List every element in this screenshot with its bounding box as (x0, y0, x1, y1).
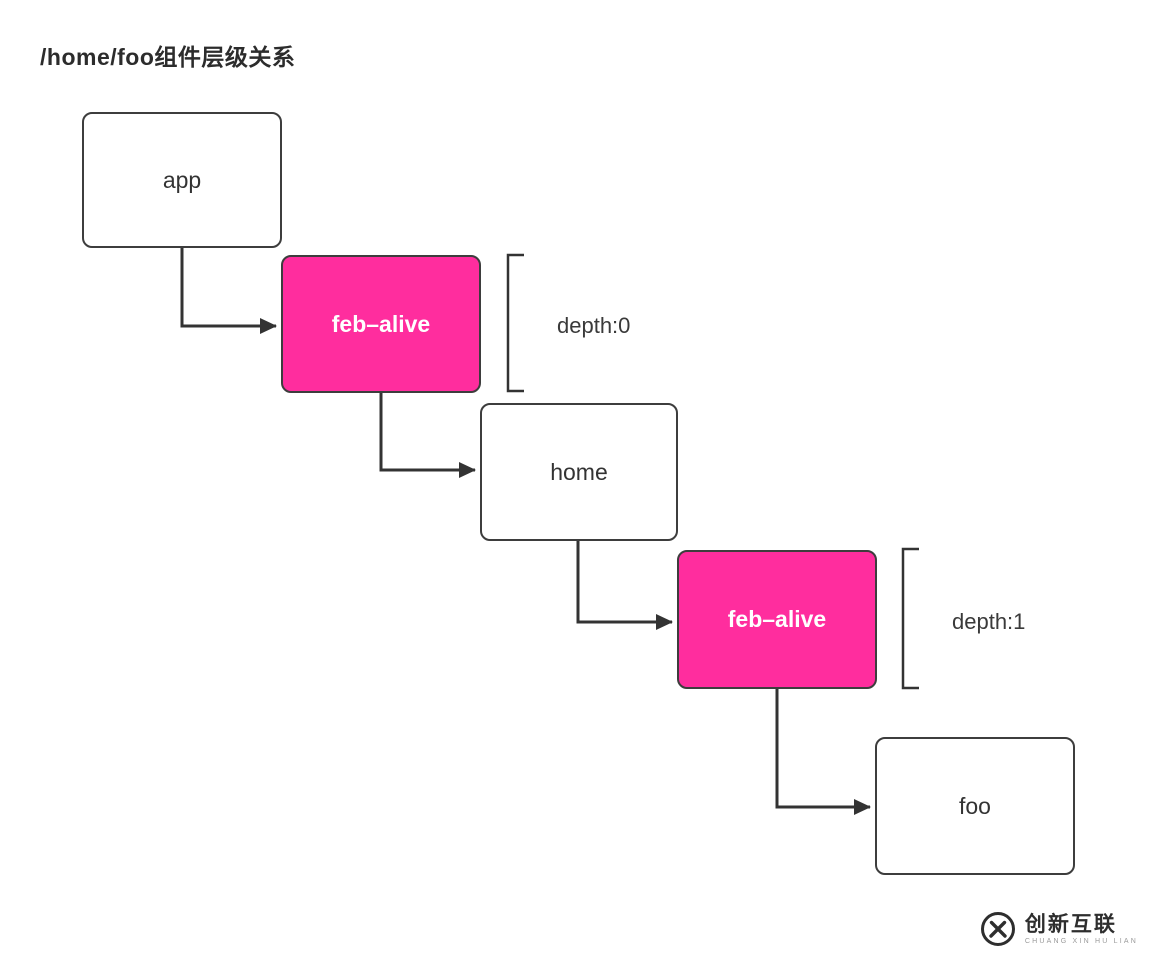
bracket-depth-1 (901, 547, 919, 690)
arrow-feb-alive-1-to-foo (775, 689, 871, 815)
node-feb-alive-0: feb–alive (281, 255, 481, 393)
node-label: feb–alive (331, 310, 431, 337)
bracket-depth-0 (506, 253, 524, 393)
annotation-depth-0: depth:0 (557, 313, 631, 338)
node-home: home (480, 403, 678, 541)
annotation-depth-1: depth:1 (952, 609, 1026, 634)
node-label: foo (959, 792, 991, 819)
arrow-home-to-feb-alive-1 (576, 541, 673, 630)
node-label: feb–alive (727, 606, 827, 632)
node-app: app (82, 112, 282, 248)
node-label: app (162, 166, 202, 193)
arrow-app-to-feb-alive-0 (180, 248, 277, 334)
arrow-feb-alive-0-to-home (379, 393, 476, 478)
logo-circle-x-icon (980, 912, 1015, 946)
diagram-title: /home/foo组件层级关系 (40, 44, 296, 70)
watermark-subtitle: CHUANG XIN HU LIAN (1024, 937, 1138, 945)
node-foo: foo (875, 737, 1075, 875)
watermark-logo: 创新互联 CHUANG XIN HU LIAN (979, 910, 1138, 948)
watermark-name: 创新互联 (1024, 912, 1117, 936)
node-feb-alive-1: feb–alive (677, 550, 877, 689)
node-label: home (550, 458, 608, 485)
watermark-text: 创新互联 CHUANG XIN HU LIAN (1025, 913, 1138, 946)
